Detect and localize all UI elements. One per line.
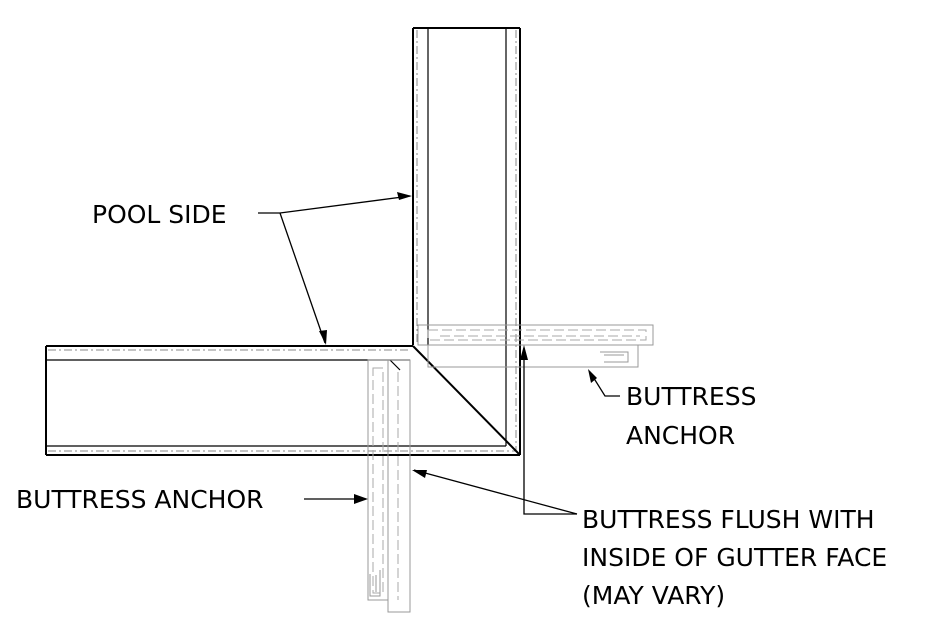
buttress-anchor-right-shape — [417, 324, 654, 368]
buttress-flush-label-line1: BUTTRESS FLUSH WITH — [582, 505, 875, 534]
buttress-flush-label-line2: INSIDE OF GUTTER FACE — [582, 543, 887, 572]
vertical-gutter-wall — [412, 27, 521, 455]
buttress-anchor-left-label: BUTTRESS ANCHOR — [16, 485, 264, 514]
buttress-flush-label-line3: (MAY VARY) — [582, 581, 725, 610]
horizontal-gutter-wall — [45, 345, 521, 456]
buttress-anchor-right-label-line2: ANCHOR — [626, 421, 735, 450]
pool-side-label: POOL SIDE — [92, 200, 227, 229]
buttress-anchor-right-label-line1: BUTTRESS — [626, 382, 756, 411]
arrowheads — [319, 192, 597, 504]
leader-lines — [258, 195, 620, 515]
buttress-anchor-lower-shape — [367, 359, 411, 613]
